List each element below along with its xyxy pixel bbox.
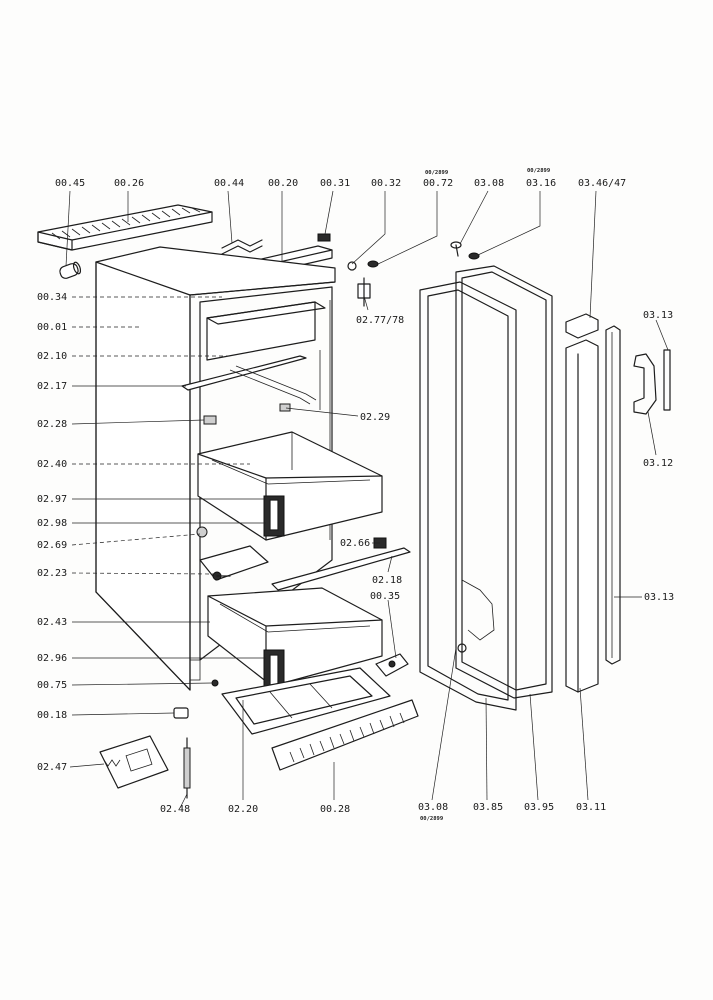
part-labels: 00.45 00.26 00.44 00.20 00.31 00.32 00/2… <box>37 168 674 822</box>
hinge-part <box>357 277 371 307</box>
label-02-28: 02.28 <box>37 419 67 430</box>
upper-drawer-part <box>197 431 383 541</box>
door-handle-part <box>633 353 657 415</box>
lower-drawer-part <box>207 587 383 691</box>
door-rail-part <box>271 547 411 591</box>
label-03-12: 03.12 <box>643 458 673 469</box>
label-02-29: 02.29 <box>360 412 390 423</box>
door-pin-top-part <box>450 241 462 257</box>
side-trim-part <box>565 339 599 693</box>
label-02-20: 02.20 <box>228 804 258 815</box>
label-00-32: 00.32 <box>371 178 401 189</box>
label-02-66: 02.66 <box>340 538 370 549</box>
label-00-44: 00.44 <box>214 178 244 189</box>
top-grille-part <box>37 204 213 251</box>
label-03-16-note: 00/2899 <box>527 168 550 174</box>
label-02-98: 02.98 <box>37 518 67 529</box>
label-02-23: 02.23 <box>37 568 67 579</box>
label-03-13-mid: 03.13 <box>644 592 674 603</box>
hinge-cap-part <box>367 260 379 268</box>
label-00-31: 00.31 <box>320 178 350 189</box>
lower-shelf-part <box>199 545 269 581</box>
label-03-85: 03.85 <box>473 802 503 813</box>
cabinet-body-part <box>95 246 336 691</box>
ice-scraper-part <box>99 735 169 789</box>
label-00-18: 00.18 <box>37 710 67 721</box>
shelf-rail-part <box>181 355 317 405</box>
small-clip-part <box>196 526 208 538</box>
label-03-08-top: 03.08 <box>474 178 504 189</box>
screw-part <box>211 679 219 687</box>
bottom-grille-part <box>271 699 419 771</box>
hinge-cover-part <box>565 313 599 339</box>
drip-tray-part <box>221 667 391 735</box>
hinge-pin-part <box>347 261 357 271</box>
label-02-17: 02.17 <box>37 381 67 392</box>
label-02-69: 02.69 <box>37 540 67 551</box>
label-00-45: 00.45 <box>55 178 85 189</box>
top-bracket-part <box>221 239 263 255</box>
lower-hinge-bracket-part <box>375 653 409 677</box>
label-00-72: 00.72 <box>423 178 453 189</box>
label-02-10: 02.10 <box>37 351 67 362</box>
label-00-26: 00.26 <box>114 178 144 189</box>
label-00-35: 00.35 <box>370 591 400 602</box>
label-02-96: 02.96 <box>37 653 67 664</box>
shelf-support-left-part <box>203 415 217 425</box>
small-foot-part <box>173 707 189 719</box>
label-00-75: 00.75 <box>37 680 67 691</box>
leader-lines <box>65 190 669 809</box>
label-02-48: 02.48 <box>160 804 190 815</box>
label-00-34: 00.34 <box>37 292 67 303</box>
label-03-13-top: 03.13 <box>643 310 673 321</box>
rod-part <box>183 737 191 799</box>
label-03-11: 03.11 <box>576 802 606 813</box>
label-03-08-bottom-note: 00/2899 <box>420 816 443 822</box>
door-panel-part <box>455 265 553 699</box>
label-02-77-78: 02.77/78 <box>356 315 404 326</box>
door-gasket-frame-part <box>419 281 517 711</box>
label-03-08-bottom: 03.08 <box>418 802 448 813</box>
label-03-16: 03.16 <box>526 178 556 189</box>
label-00-28: 00.28 <box>320 804 350 815</box>
label-02-18: 02.18 <box>372 575 402 586</box>
short-strip-part <box>663 349 671 411</box>
label-02-97: 02.97 <box>37 494 67 505</box>
long-strip-part <box>605 325 621 665</box>
label-00-01: 00.01 <box>37 322 67 333</box>
label-02-47: 02.47 <box>37 762 67 773</box>
label-00-20: 00.20 <box>268 178 298 189</box>
cylinder-part <box>59 261 82 279</box>
label-02-43: 02.43 <box>37 617 67 628</box>
small-block-part <box>317 233 331 242</box>
label-00-72-note: 00/2899 <box>425 170 448 176</box>
label-02-40: 02.40 <box>37 459 67 470</box>
shelf-support-right-part <box>279 403 291 412</box>
label-03-46-47: 03.46/47 <box>578 178 626 189</box>
label-03-95: 03.95 <box>524 802 554 813</box>
door-cap-top-part <box>468 252 480 260</box>
